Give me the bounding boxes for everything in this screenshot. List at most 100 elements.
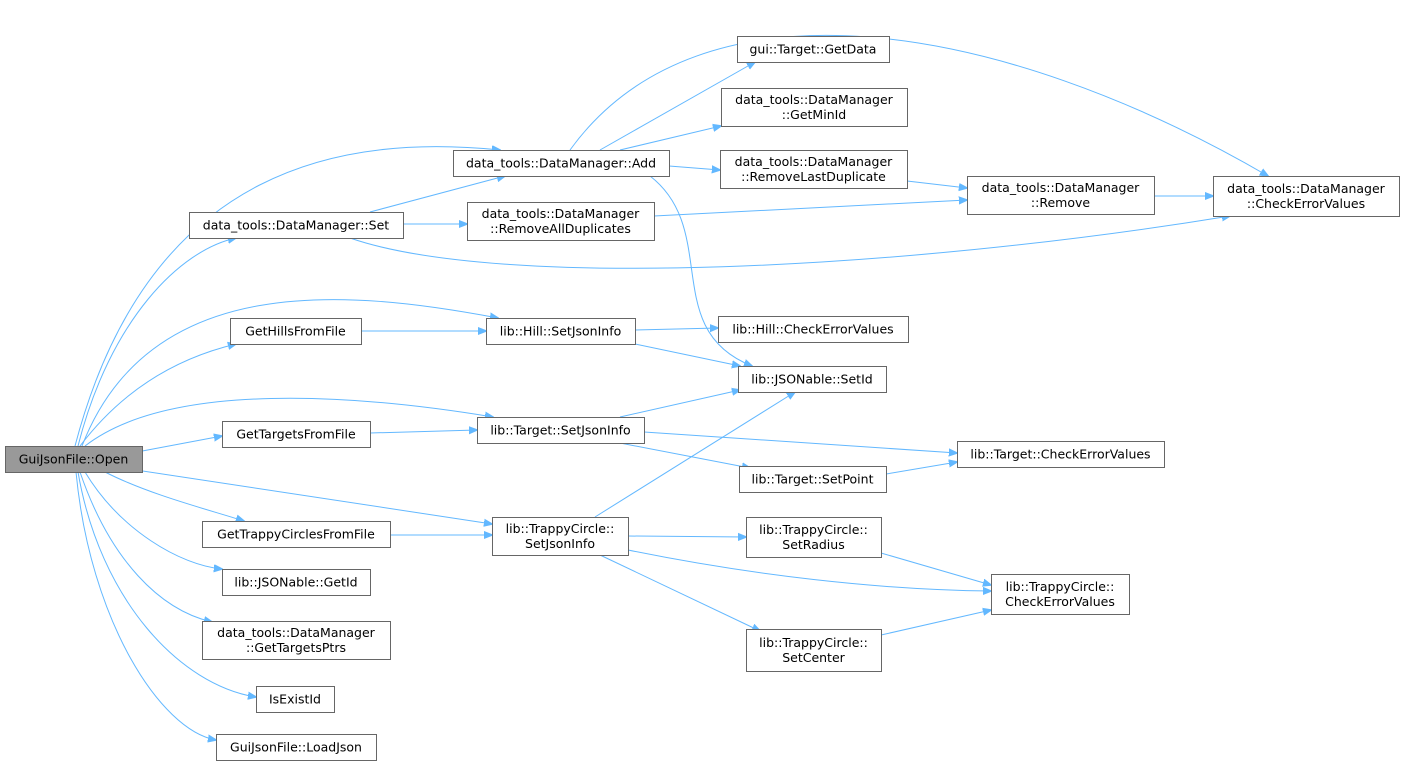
node-is-exist-id[interactable]: IsExistId	[256, 686, 335, 713]
node-trappy-set-center[interactable]: lib::TrappyCircle::SetCenter	[746, 629, 882, 672]
edge-open-to-trappy_set_json	[109, 465, 492, 524]
node-label: GetTrappyCirclesFromFile	[217, 527, 375, 542]
node-label: GetHillsFromFile	[245, 324, 346, 339]
node-dm-remove-all-dup[interactable]: data_tools::DataManager::RemoveAllDuplic…	[467, 202, 655, 241]
node-json-setid[interactable]: lib::JSONable::SetId	[738, 366, 887, 393]
node-label: lib::TrappyCircle::	[759, 635, 868, 650]
node-box	[216, 734, 377, 761]
node-box	[738, 366, 887, 393]
node-label: CheckErrorValues	[1005, 594, 1115, 609]
node-dm-set[interactable]: data_tools::DataManager::Set	[189, 212, 404, 239]
node-label: IsExistId	[269, 692, 321, 707]
edge-open-to-is_exist_id	[77, 471, 256, 697]
node-box	[453, 150, 670, 177]
node-label: data_tools::DataManager	[735, 92, 894, 107]
node-box	[737, 36, 890, 63]
node-label: data_tools::DataManager	[482, 206, 641, 221]
node-box	[486, 318, 636, 345]
edge-open-to-dm_get_targets_ptrs	[79, 471, 212, 622]
node-target-check[interactable]: lib::Target::CheckErrorValues	[957, 441, 1165, 468]
node-label: data_tools::DataManager	[735, 154, 894, 169]
node-label: ::RemoveAllDuplicates	[490, 221, 631, 236]
edge-open-to-hill_set_json	[81, 299, 498, 447]
edge-dm_remove_all_dup-to-dm_remove	[653, 200, 967, 217]
node-label: ::Remove	[1031, 195, 1090, 210]
edge-dm_add-to-dm_check	[569, 34, 1268, 176]
node-label: lib::Target::SetPoint	[752, 472, 874, 487]
node-box	[5, 446, 143, 473]
node-label: data_tools::DataManager	[982, 180, 1141, 195]
node-dm-remove-last-dup[interactable]: data_tools::DataManager::RemoveLastDupli…	[720, 150, 908, 189]
edge-target_set_json-to-json_setid	[619, 390, 740, 418]
node-trappy-set-json[interactable]: lib::TrappyCircle::SetJsonInfo	[492, 517, 629, 556]
edge-target_set_json-to-target_check	[643, 431, 957, 453]
node-label: SetRadius	[782, 537, 844, 552]
node-label: ::GetMinId	[782, 107, 847, 122]
node-box	[1213, 176, 1400, 217]
node-box	[746, 629, 882, 672]
edge-hill_set_json-to-json_setid	[634, 343, 740, 366]
node-trappy-set-radius[interactable]: lib::TrappyCircle::SetRadius	[746, 517, 882, 558]
node-box	[746, 517, 882, 558]
node-gui-target-getdata[interactable]: gui::Target::GetData	[737, 36, 890, 63]
node-dm-check[interactable]: data_tools::DataManager::CheckErrorValue…	[1213, 176, 1400, 217]
node-label: lib::Hill::CheckErrorValues	[732, 322, 893, 337]
node-box	[721, 88, 908, 127]
edge-dm_add-to-gui_target_getdata	[599, 62, 755, 151]
node-trappy-check[interactable]: lib::TrappyCircle::CheckErrorValues	[991, 574, 1130, 615]
node-box	[202, 521, 391, 548]
node-label: data_tools::DataManager	[1227, 181, 1386, 196]
node-load-json[interactable]: GuiJsonFile::LoadJson	[216, 734, 377, 761]
edge-hill_set_json-to-hill_check	[634, 328, 718, 330]
node-box	[467, 202, 655, 241]
edge-dm_add-to-json_setid	[649, 175, 752, 366]
edge-trappy_set_center-to-trappy_check	[880, 610, 991, 636]
edge-open-to-get_targets	[136, 436, 222, 453]
node-get-trappy[interactable]: GetTrappyCirclesFromFile	[202, 521, 391, 548]
node-label: GuiJsonFile::Open	[19, 452, 129, 467]
edge-dm_add-to-dm_remove_last_dup	[668, 166, 720, 170]
node-box	[477, 417, 645, 444]
node-label: ::RemoveLastDuplicate	[741, 169, 886, 184]
node-box	[202, 621, 391, 660]
node-dm-get-targets-ptrs[interactable]: data_tools::DataManager::GetTargetsPtrs	[202, 621, 391, 660]
node-box	[492, 517, 629, 556]
node-dm-add[interactable]: data_tools::DataManager::Add	[453, 150, 670, 177]
node-box	[230, 318, 362, 345]
edge-dm_remove_last_dup-to-dm_remove	[906, 180, 967, 188]
node-label: data_tools::DataManager::Set	[203, 218, 389, 233]
node-dm-get-min-id[interactable]: data_tools::DataManager::GetMinId	[721, 88, 908, 127]
edge-dm_set-to-dm_check	[349, 216, 1230, 269]
node-label: gui::Target::GetData	[750, 42, 877, 57]
node-label: lib::JSONable::SetId	[751, 372, 872, 387]
edge-trappy_set_json-to-trappy_check	[627, 549, 991, 591]
node-label: lib::Target::CheckErrorValues	[970, 447, 1150, 462]
node-target-set-point[interactable]: lib::Target::SetPoint	[739, 466, 887, 493]
node-target-set-json[interactable]: lib::Target::SetJsonInfo	[477, 417, 645, 444]
node-box	[720, 150, 908, 189]
edge-trappy_set_json-to-trappy_set_center	[599, 554, 760, 631]
node-hill-check[interactable]: lib::Hill::CheckErrorValues	[718, 316, 909, 343]
node-get-targets[interactable]: GetTargetsFromFile	[222, 421, 371, 448]
node-hill-set-json[interactable]: lib::Hill::SetJsonInfo	[486, 318, 636, 345]
node-label: data_tools::DataManager::Add	[466, 156, 656, 171]
edge-dm_add-to-dm_get_min_id	[619, 126, 721, 151]
node-label: SetCenter	[782, 650, 845, 665]
node-box	[189, 212, 404, 239]
edge-open-to-target_set_json	[84, 397, 493, 447]
node-box	[739, 466, 887, 493]
edge-open-to-json_getid	[84, 471, 222, 569]
node-get-hills[interactable]: GetHillsFromFile	[230, 318, 362, 345]
node-label: SetJsonInfo	[525, 536, 595, 551]
node-json-getid[interactable]: lib::JSONable::GetId	[222, 569, 371, 596]
edge-get_targets-to-target_set_json	[369, 430, 477, 433]
edge-target_set_point-to-target_check	[885, 462, 957, 475]
node-open[interactable]: GuiJsonFile::Open	[5, 446, 143, 473]
node-label: lib::Hill::SetJsonInfo	[500, 324, 622, 339]
node-dm-remove[interactable]: data_tools::DataManager::Remove	[967, 176, 1155, 215]
node-box	[222, 421, 371, 448]
edge-dm_set-to-dm_add	[369, 176, 505, 213]
edge-trappy_set_json-to-json_setid	[594, 392, 795, 518]
node-label: lib::JSONable::GetId	[234, 575, 357, 590]
